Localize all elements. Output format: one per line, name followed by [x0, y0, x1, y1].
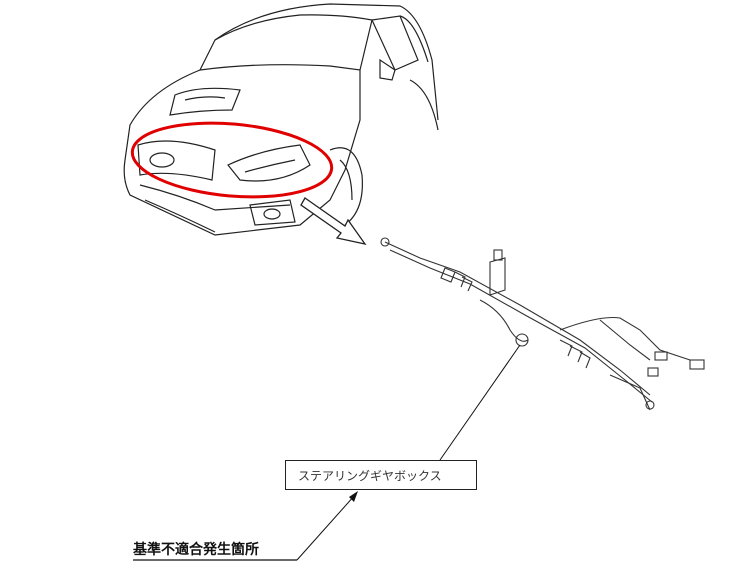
part-name: ステアリングギヤボックス: [298, 469, 442, 483]
arrowhead-icon: [349, 491, 358, 502]
highlight-ellipse: [130, 121, 334, 199]
leader-line: [439, 344, 521, 461]
nonconformity-location-label: 基準不適合発生箇所: [133, 542, 259, 558]
location-leader-line: [296, 494, 356, 561]
part-name-box: ステアリングギヤボックス: [285, 460, 477, 490]
car-illustration: [123, 3, 439, 236]
steering-gearbox-illustration: [380, 237, 705, 411]
pointer-arrow-icon: [300, 197, 367, 245]
